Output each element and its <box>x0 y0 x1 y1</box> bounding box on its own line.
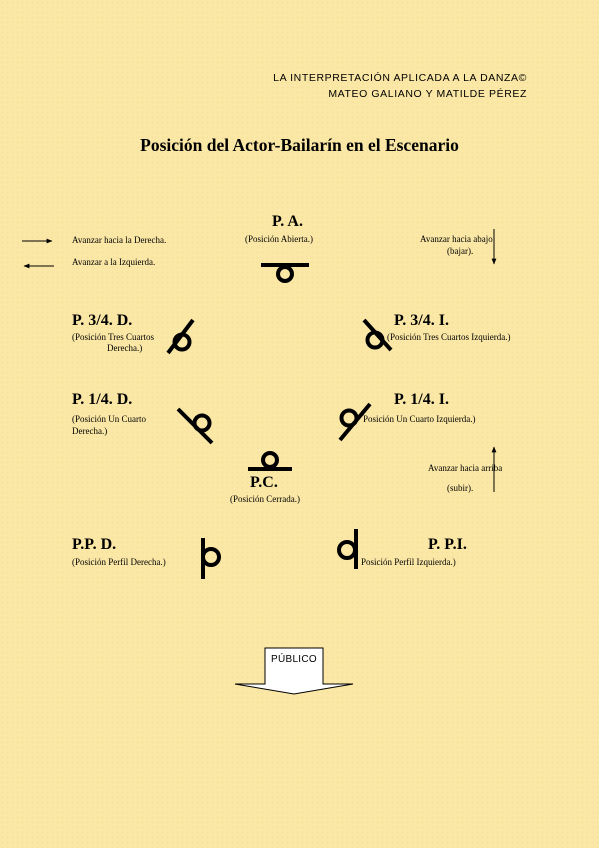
audience-arrow <box>234 647 354 695</box>
three-quarter-left-symbol-icon <box>362 318 393 352</box>
profile-left-symbol-icon <box>337 529 358 569</box>
instruction-down-1: Avanzar hacia abajo <box>420 234 493 244</box>
position-pa-desc: (Posición Abierta.) <box>245 234 313 244</box>
position-ppi-desc: Posición Perfil Izquierda.) <box>361 557 456 567</box>
position-ppi-code: P. P.I. <box>428 536 467 553</box>
position-p34d-code: P. 3/4. D. <box>72 312 133 329</box>
three-quarter-right-symbol-icon <box>166 318 195 355</box>
instruction-up-1: Avanzar hacia arriba <box>428 463 503 473</box>
closed-position-symbol-icon <box>248 451 292 471</box>
position-p34i-desc: (Posición Tres Cuartos Izquierda.) <box>387 332 511 342</box>
position-pc-desc: (Posición Cerrada.) <box>230 494 300 504</box>
position-p14d-desc-2: Derecha.) <box>72 426 108 436</box>
instruction-down-2: (bajar). <box>447 246 474 256</box>
position-p34i-code: P. 3/4. I. <box>394 312 449 329</box>
instruction-right: Avanzar hacia la Derecha. <box>72 235 167 245</box>
position-p14i-code: P. 1/4. I. <box>394 391 449 408</box>
position-p34d-desc-2: Derecha.) <box>107 343 143 353</box>
header-line-1: LA INTERPRETACIÓN APLICADA A LA DANZA© <box>273 72 527 84</box>
header-line-2: MATEO GALIANO Y MATILDE PÉREZ <box>328 88 527 100</box>
profile-right-symbol-icon <box>201 538 221 579</box>
audience-label: PÚBLICO <box>270 654 317 665</box>
position-ppd-code: P.P. D. <box>72 536 117 553</box>
position-pc-code: P.C. <box>250 474 278 491</box>
position-p14d-desc-1: (Posición Un Cuarto <box>72 414 146 424</box>
position-p34d-desc-1: (Posición Tres Cuartos <box>72 332 155 342</box>
quarter-right-symbol-icon <box>176 407 214 445</box>
position-p14i-desc: Posición Un Cuarto Izquierda.) <box>363 414 476 424</box>
position-pa-code: P. A. <box>272 213 303 230</box>
quarter-left-symbol-icon <box>338 402 372 442</box>
open-position-symbol-icon <box>261 263 309 283</box>
position-ppd-desc: (Posición Perfil Derecha.) <box>72 557 166 567</box>
page-title: Posición del Actor-Bailarín en el Escena… <box>140 135 459 155</box>
instruction-up-2: (subir). <box>447 483 474 493</box>
position-p14d-code: P. 1/4. D. <box>72 391 133 408</box>
instruction-left: Avanzar a la Izquierda. <box>72 257 156 267</box>
